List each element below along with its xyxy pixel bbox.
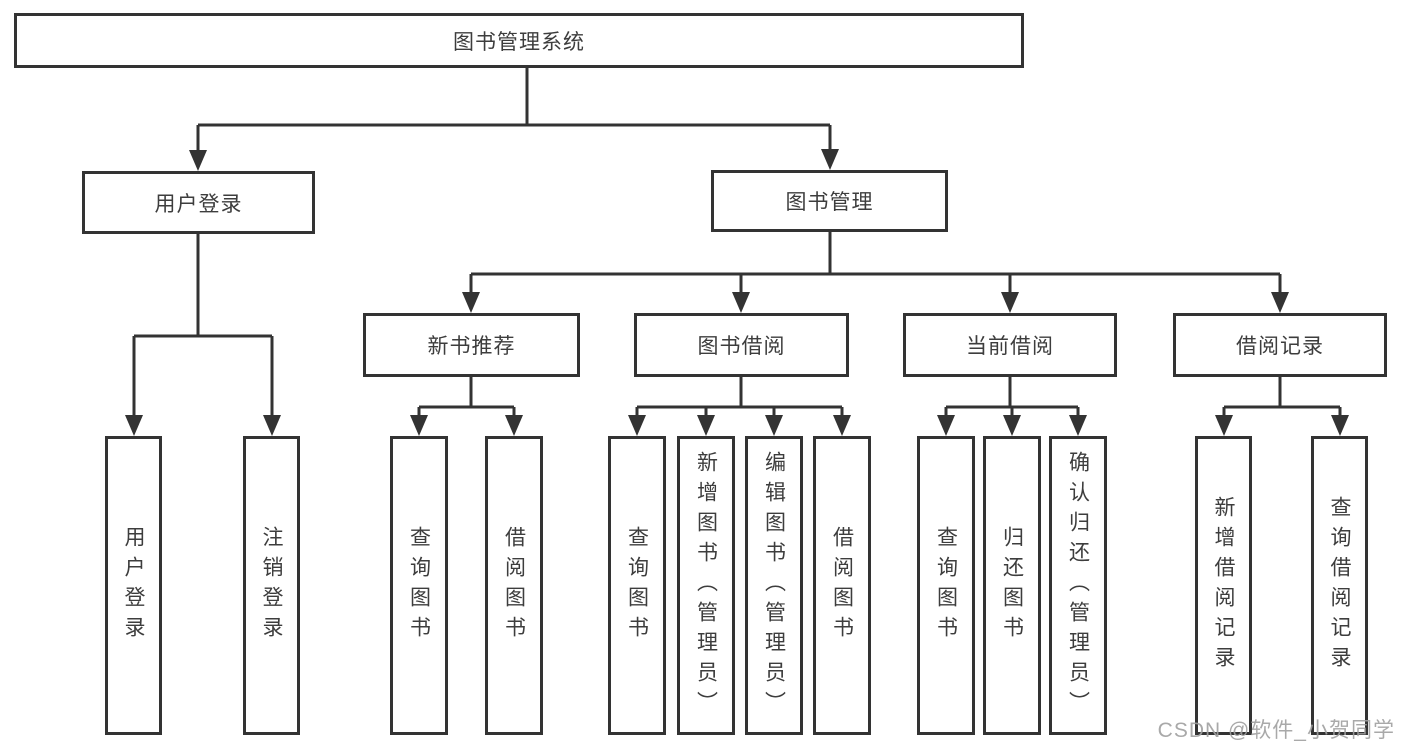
node-book-management: 图书管理	[711, 170, 948, 232]
leaf-add-books-admin: 新增图书（管理员）	[677, 436, 735, 735]
connector-root-to-level1	[196, 68, 832, 153]
arrowhead	[732, 292, 750, 313]
leaf-label: 借阅图书	[830, 525, 854, 646]
connector-borrow-to-leaves	[635, 377, 844, 418]
arrowhead	[1001, 292, 1019, 313]
leaf-user-login: 用户登录	[105, 436, 162, 735]
leaf-label: 查询借阅记录	[1328, 495, 1351, 676]
node-user-login: 用户登录	[82, 171, 315, 234]
node-root-system: 图书管理系统	[14, 13, 1024, 68]
connector-mgmt-to-level2	[469, 232, 1282, 295]
leaf-label: 用户登录	[122, 525, 145, 646]
node-borrow-records: 借阅记录	[1173, 313, 1387, 377]
leaf-label: 确认归还（管理员）	[1066, 450, 1090, 721]
leaf-return-books: 归还图书	[983, 436, 1041, 735]
leaf-label: 新增图书（管理员）	[694, 450, 718, 721]
arrowhead	[1331, 415, 1349, 436]
arrowhead	[1271, 292, 1289, 313]
connector-current-to-leaves	[944, 377, 1080, 418]
arrowhead	[628, 415, 646, 436]
node-current-borrow: 当前借阅	[903, 313, 1117, 377]
leaf-query-books-recommend: 查询图书	[390, 436, 448, 735]
connector-login-to-leaves	[132, 234, 274, 418]
leaf-query-borrow-record: 查询借阅记录	[1311, 436, 1368, 735]
arrowhead	[189, 150, 207, 171]
leaf-edit-books-admin: 编辑图书（管理员）	[745, 436, 803, 735]
leaf-label: 归还图书	[1000, 525, 1024, 646]
leaf-borrow-books: 借阅图书	[813, 436, 871, 735]
leaf-label: 查询图书	[625, 525, 649, 646]
leaf-label: 查询图书	[407, 525, 431, 646]
arrowhead	[410, 415, 428, 436]
leaf-label: 注销登录	[260, 525, 283, 646]
leaf-query-books-current: 查询图书	[917, 436, 975, 735]
arrowhead	[462, 292, 480, 313]
leaf-query-books-borrow: 查询图书	[608, 436, 666, 735]
leaf-label: 编辑图书（管理员）	[762, 450, 786, 721]
leaf-add-borrow-record: 新增借阅记录	[1195, 436, 1252, 735]
arrowhead	[505, 415, 523, 436]
arrowhead	[697, 415, 715, 436]
arrowhead	[833, 415, 851, 436]
arrowhead	[125, 415, 143, 436]
arrowhead	[937, 415, 955, 436]
connector-newbooks-to-leaves	[417, 377, 516, 418]
leaf-label: 新增借阅记录	[1212, 495, 1235, 676]
leaf-borrow-books-recommend: 借阅图书	[485, 436, 543, 735]
leaf-label: 查询图书	[934, 525, 958, 646]
node-book-borrow: 图书借阅	[634, 313, 849, 377]
arrowhead	[1069, 415, 1087, 436]
leaf-label: 借阅图书	[502, 525, 526, 646]
arrowhead	[1215, 415, 1233, 436]
leaf-confirm-return-admin: 确认归还（管理员）	[1049, 436, 1107, 735]
arrowhead	[821, 149, 839, 170]
node-new-book-recommend: 新书推荐	[363, 313, 580, 377]
arrowhead	[765, 415, 783, 436]
connector-records-to-leaves	[1222, 377, 1342, 418]
arrowhead	[263, 415, 281, 436]
leaf-logout: 注销登录	[243, 436, 300, 735]
arrowhead	[1003, 415, 1021, 436]
